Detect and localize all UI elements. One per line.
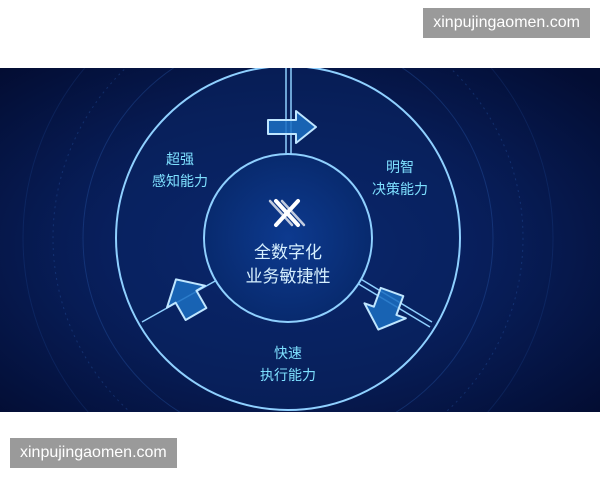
watermark-bottom: xinpujingaomen.com <box>10 438 177 468</box>
arrow-up-icon <box>165 278 208 321</box>
center-circle <box>203 153 373 323</box>
segment-0-line1: 超强 <box>166 152 194 168</box>
segment-0-line2: 感知能力 <box>152 173 208 190</box>
segment-2-line1: 快速 <box>274 346 302 362</box>
center-line1: 全数字化 <box>254 243 322 263</box>
background-rings <box>22 68 554 412</box>
segment-1-line2: 决策能力 <box>372 181 428 198</box>
segment-2-line2: 执行能力 <box>260 368 316 384</box>
cycle-arrows <box>165 110 407 331</box>
segment-1-line1: 明智 <box>386 160 414 176</box>
arrow-right-icon <box>267 110 317 144</box>
diagram-panel: 全数字化 业务敏捷性 超强 感知能力 明智 决策能力 快速 执行能力 <box>0 68 600 412</box>
cycle-diagram: 全数字化 业务敏捷性 超强 感知能力 明智 决策能力 快速 执行能力 <box>0 68 600 412</box>
x-logo-icon <box>268 199 306 227</box>
arrow-down-icon <box>363 286 407 331</box>
watermark-top: xinpujingaomen.com <box>423 8 590 38</box>
center-line2: 业务敏捷性 <box>246 267 331 287</box>
